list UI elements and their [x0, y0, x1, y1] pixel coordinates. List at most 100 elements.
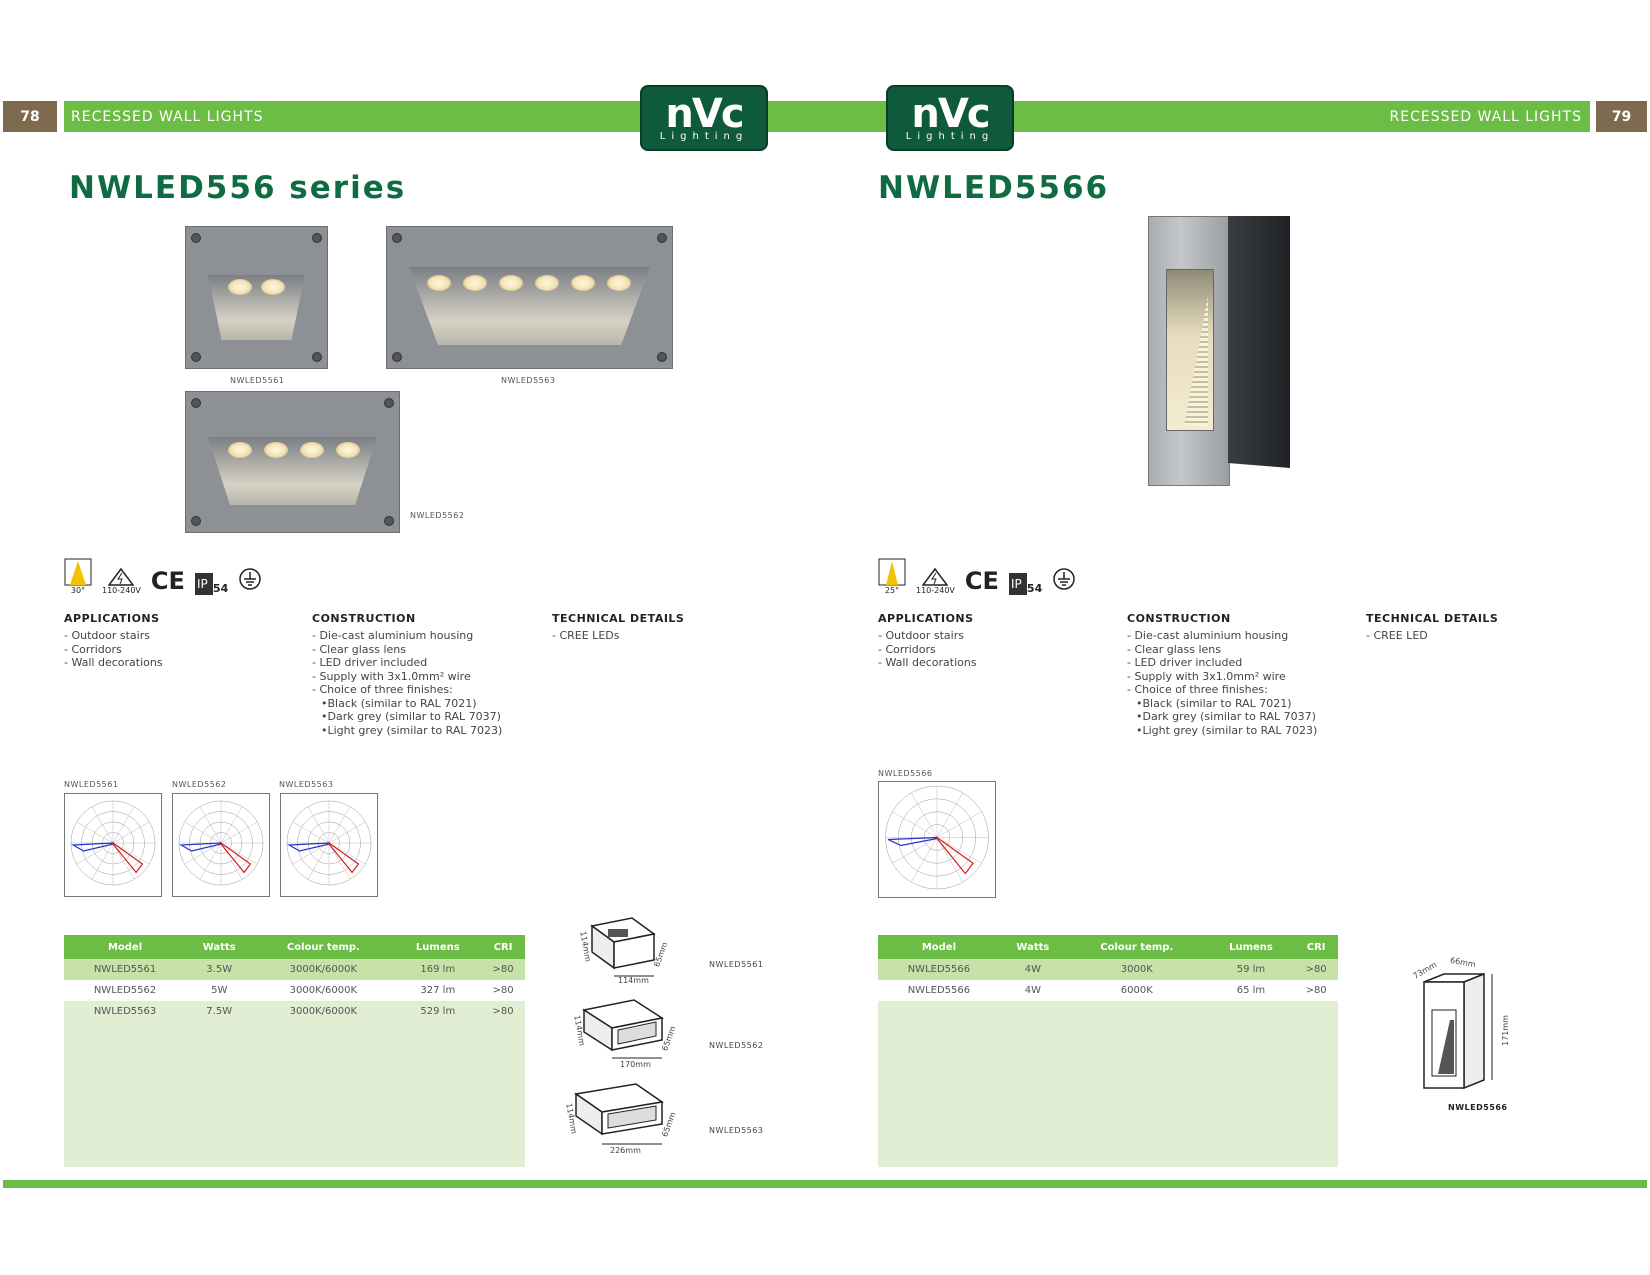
dimension-drawing-nwled5561: 114mm 114mm 65mm — [570, 912, 680, 986]
applications-heading: APPLICATIONS — [878, 612, 974, 625]
footer-rule — [3, 1180, 1647, 1188]
beam-angle-label: 25° — [884, 586, 900, 595]
polar-label-nwled5562: NWLED5562 — [172, 780, 227, 789]
ip-rating-icon: IP 54 — [1008, 573, 1042, 595]
table-header-colour-temp: Colour temp. — [252, 935, 395, 959]
dimension-drawing-nwled5566: 73mm 66mm 171mm — [1410, 956, 1520, 1095]
ip-rating-label: 54 — [212, 582, 229, 595]
table-cell: 4W — [1024, 985, 1041, 996]
table-header-model: Model — [64, 935, 187, 959]
construction-item: - Supply with 3x1.0mm² wire — [312, 669, 471, 683]
right-page-number: 79 — [1596, 101, 1647, 132]
construction-item: - LED driver included — [1127, 656, 1243, 669]
construction-item: - Supply with 3x1.0mm² wire — [1127, 669, 1286, 683]
table-row: NWLED5566 4W 6000K 65 lm >80 — [878, 980, 1338, 1001]
ce-mark-icon: CE — [150, 567, 185, 595]
construction-heading: CONSTRUCTION — [1127, 612, 1231, 625]
table-header-cri: CRI — [1294, 935, 1338, 959]
table-cell: >80 — [1305, 964, 1327, 975]
dim-height: 171mm — [1500, 1015, 1510, 1046]
construction-item: •Black (similar to RAL 7021) — [1136, 696, 1292, 710]
construction-item: - Die-cast aluminium housing — [312, 629, 474, 642]
applications-item: - Corridors — [64, 642, 122, 656]
technical-item: - CREE LEDs — [552, 629, 620, 642]
table-header-model: Model — [878, 935, 1000, 959]
table-cell: 7.5W — [206, 1006, 233, 1017]
product-photo-nwled5563 — [386, 226, 673, 369]
dimension-drawing-nwled5563: 114mm 226mm 65mm — [562, 1080, 682, 1160]
table-header-watts: Watts — [999, 935, 1066, 959]
svg-text:IP: IP — [1011, 577, 1022, 591]
left-section-title: RECESSED WALL LIGHTS — [64, 101, 648, 132]
product-photo-nwled5566 — [1148, 216, 1290, 486]
construction-heading: CONSTRUCTION — [312, 612, 416, 625]
right-brand-logo: nVc Lighting — [886, 85, 1014, 151]
dim-label-nwled5566: NWLED5566 — [1448, 1103, 1508, 1112]
table-header-lumens: Lumens — [1207, 935, 1295, 959]
product-photo-nwled5561 — [185, 226, 328, 369]
table-cell: 3000K/6000K — [289, 964, 358, 975]
construction-item: •Dark grey (similar to RAL 7037) — [1136, 710, 1316, 723]
technical-item: - CREE LED — [1366, 629, 1428, 642]
right-applications: APPLICATIONS - Outdoor stairs - Corridor… — [878, 612, 977, 670]
table-cell: 3.5W — [206, 964, 233, 975]
dim-label-nwled5561: NWLED5561 — [709, 960, 764, 969]
applications-item: - Corridors — [878, 642, 936, 656]
table-cell: NWLED5561 — [93, 964, 157, 975]
table-header-colour-temp: Colour temp. — [1065, 935, 1208, 959]
construction-item: - Choice of three finishes: — [1127, 683, 1268, 696]
table-cell: 5W — [211, 985, 228, 996]
technical-heading: TECHNICAL DETAILS — [1366, 612, 1499, 625]
table-cell: NWLED5562 — [93, 985, 157, 996]
dim-width: 226mm — [610, 1146, 641, 1155]
voltage-icon: 110-240V — [916, 568, 955, 595]
applications-item: - Outdoor stairs — [64, 629, 150, 642]
table-row: NWLED5561 3.5W 3000K/6000K 169 lm >80 — [64, 959, 525, 980]
table-cell: 3000K/6000K — [289, 1006, 358, 1017]
construction-item: - Clear glass lens — [312, 642, 406, 656]
left-technical-details: TECHNICAL DETAILS - CREE LEDs — [552, 612, 684, 643]
table-cell: 65 lm — [1236, 985, 1266, 996]
left-spec-table-panel: Model Watts Colour temp. Lumens CRI NWLE… — [64, 935, 525, 1167]
left-page-number: 78 — [3, 101, 57, 132]
table-cell: >80 — [492, 964, 514, 975]
dim-width: 170mm — [620, 1060, 651, 1069]
applications-item: - Wall decorations — [64, 656, 163, 669]
beam-angle-label: 30° — [70, 586, 86, 595]
table-cell: 4W — [1024, 964, 1041, 975]
dim-label-nwled5563: NWLED5563 — [709, 1126, 764, 1135]
construction-item: •Light grey (similar to RAL 7023) — [321, 723, 503, 737]
left-spec-table: Model Watts Colour temp. Lumens CRI NWLE… — [64, 935, 525, 1022]
table-header-lumens: Lumens — [394, 935, 482, 959]
ip-rating-icon: IP 54 — [194, 573, 229, 595]
dim-width: 114mm — [618, 976, 649, 985]
table-cell: >80 — [1305, 985, 1327, 996]
dimension-drawing-nwled5562: 114mm 170mm 65mm — [570, 992, 680, 1072]
table-cell: 169 lm — [420, 964, 456, 975]
dim-label-nwled5562: NWLED5562 — [709, 1041, 764, 1050]
polar-diagram-nwled5563 — [280, 793, 378, 897]
right-technical-details: TECHNICAL DETAILS - CREE LED — [1366, 612, 1498, 643]
table-cell: 6000K — [1120, 985, 1153, 996]
table-cell: >80 — [492, 1006, 514, 1017]
polar-label-nwled5561: NWLED5561 — [64, 780, 119, 789]
beam-angle-icon: 30° — [64, 558, 92, 595]
table-cell: NWLED5566 — [907, 985, 971, 996]
left-construction: CONSTRUCTION - Die-cast aluminium housin… — [312, 612, 502, 737]
construction-item: •Black (similar to RAL 7021) — [321, 696, 477, 710]
left-brand-logo: nVc Lighting — [640, 85, 768, 151]
right-section-title: RECESSED WALL LIGHTS — [1008, 101, 1590, 132]
construction-item: •Dark grey (similar to RAL 7037) — [321, 710, 501, 723]
voltage-label: 110-240V — [916, 586, 955, 595]
voltage-icon: 110-240V — [102, 568, 141, 595]
svg-text:IP: IP — [197, 577, 208, 591]
left-page-title: NWLED556 series — [69, 170, 407, 206]
table-cell: NWLED5563 — [93, 1006, 157, 1017]
table-cell: 3000K/6000K — [289, 985, 358, 996]
logo-sub: Lighting — [905, 130, 995, 142]
logo-mark: nVc — [911, 90, 990, 137]
construction-item: - Choice of three finishes: — [312, 683, 453, 696]
